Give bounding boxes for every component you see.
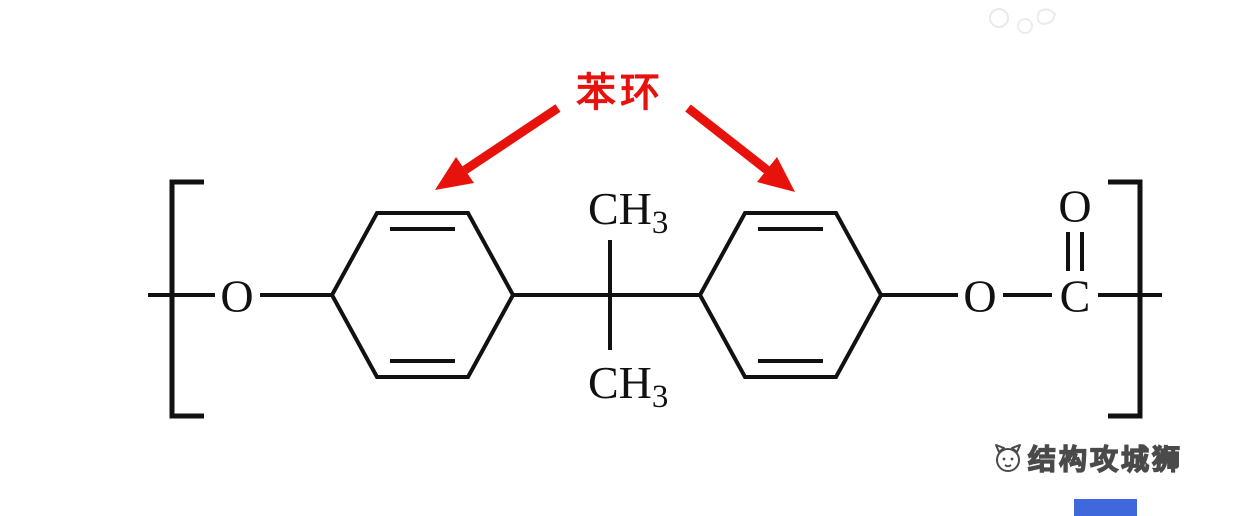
left-oxygen-atom: O bbox=[220, 271, 253, 322]
methyl-bottom-subscript: 3 bbox=[652, 379, 669, 415]
left-red-arrow-shaft bbox=[462, 104, 561, 174]
watermark-text: 结构攻城狮 bbox=[1027, 443, 1184, 475]
corner-artifact-icon bbox=[989, 8, 1057, 34]
right-benzene-hexagon bbox=[697, 211, 884, 379]
right-red-arrow-shaft bbox=[685, 104, 770, 174]
left-bracket bbox=[169, 179, 204, 419]
corner-artifact-marks bbox=[985, 2, 1061, 51]
methyl-bottom-label: CH3 bbox=[588, 357, 668, 415]
right-benzene-ring bbox=[697, 211, 884, 379]
methyl-top-label: CH3 bbox=[588, 183, 668, 241]
methyl-top-main: CH bbox=[588, 183, 652, 234]
watermark-logo-icon bbox=[993, 442, 1023, 474]
left-red-arrow bbox=[435, 104, 561, 190]
carbonyl-oxygen-atom: O bbox=[1058, 181, 1091, 232]
methyl-bottom-main: CH bbox=[588, 357, 652, 408]
right-red-arrow-head bbox=[757, 157, 795, 192]
left-benzene-ring bbox=[329, 211, 516, 379]
benzene-ring-label: 苯环 bbox=[576, 71, 664, 115]
carbonyl-carbon-atom: C bbox=[1060, 271, 1091, 322]
right-bracket bbox=[1108, 179, 1143, 419]
watermark: 结构攻城狮 bbox=[993, 438, 1183, 478]
bonds bbox=[148, 232, 1162, 350]
watermark-blue-bar bbox=[1074, 499, 1137, 516]
methyl-top-subscript: 3 bbox=[652, 205, 669, 241]
right-red-arrow bbox=[685, 104, 795, 192]
ester-oxygen-atom: O bbox=[963, 271, 996, 322]
left-benzene-hexagon bbox=[329, 211, 516, 379]
left-red-arrow-head bbox=[435, 157, 474, 190]
